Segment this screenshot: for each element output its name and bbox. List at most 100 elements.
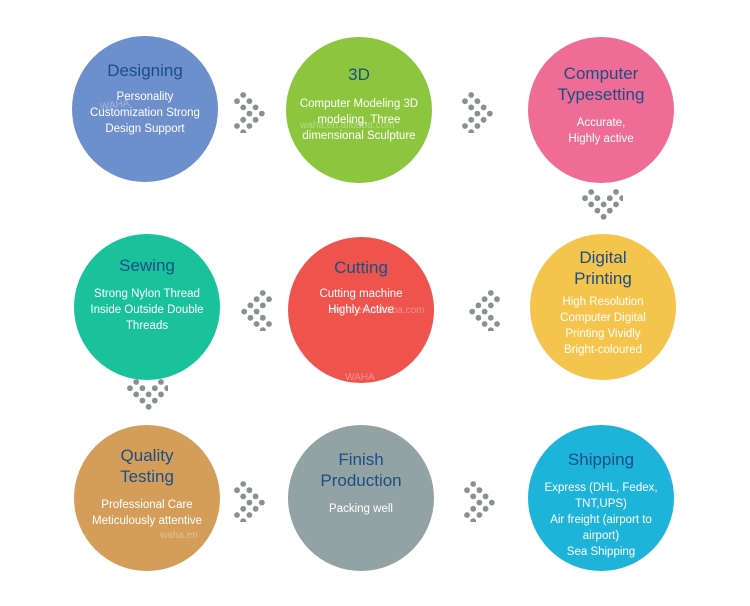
arrow-dot — [469, 308, 476, 315]
arrow-dot — [594, 195, 601, 202]
arrow-dot — [151, 397, 158, 404]
arrow-dot — [139, 397, 146, 404]
arrow-dot — [468, 116, 475, 123]
step-sewing: Sewing Strong Nylon Thread Inside Outsid… — [74, 234, 220, 380]
arrow-dot — [240, 116, 247, 123]
arrow-dot — [476, 512, 483, 518]
arrow-dot — [487, 302, 494, 309]
arrow-dot — [259, 327, 266, 331]
arrow-dot — [266, 321, 272, 327]
arrow-dot — [240, 104, 247, 111]
step-title: Shipping — [567, 450, 635, 469]
step-description: Accurate, Highly active — [568, 117, 634, 145]
arrow-dot — [470, 493, 477, 500]
arrow-dot — [246, 512, 253, 518]
arrow-dot — [151, 385, 158, 392]
arrow-dot — [133, 379, 140, 385]
arrow-dot — [476, 487, 483, 494]
arrow-dot — [158, 391, 164, 398]
arrow-dot — [246, 98, 253, 105]
arrow-dot — [240, 518, 247, 522]
arrow-dot — [246, 110, 253, 117]
arrow-dot — [240, 129, 247, 133]
arrow-dot — [470, 481, 477, 487]
step-title: Cutting — [334, 258, 388, 277]
arrow-dot — [476, 499, 483, 506]
step-computer-typesetting: Computer Typesetting Accurate, Highly ac… — [528, 37, 674, 183]
arrow-dot — [240, 92, 247, 98]
arrow-dot — [247, 302, 254, 309]
arrow-dot — [462, 123, 468, 129]
arrow-dot — [475, 314, 482, 321]
arrow-dot — [482, 505, 489, 512]
arrow-dot — [164, 385, 168, 392]
arrow-dot — [252, 116, 259, 123]
arrow-dot — [619, 195, 623, 202]
arrow-dot — [247, 314, 254, 321]
arrow-dot — [127, 385, 133, 392]
arrow-dot — [474, 123, 481, 129]
arrow-dot — [234, 98, 240, 105]
arrow-dot — [480, 104, 487, 111]
arrow-dot — [606, 195, 613, 202]
arrow-dot — [582, 195, 588, 202]
arrow-dot — [252, 493, 259, 500]
arrow-dot — [253, 296, 260, 303]
arrow-dot — [481, 296, 488, 303]
arrow-dot — [246, 499, 253, 506]
step-description: High Resolution Computer Digital Printin… — [560, 296, 646, 356]
arrow-dot — [470, 518, 477, 522]
step-title: Finish Production — [320, 450, 402, 490]
arrow-dot — [600, 213, 607, 220]
arrow-dot — [253, 308, 260, 315]
step-shipping: Shipping Express (DHL, Fedex, TNT,UPS) A… — [528, 425, 674, 571]
arrow-dot — [486, 110, 493, 117]
arrow-dot — [606, 207, 613, 214]
arrow-dot — [468, 104, 475, 111]
step-description: Strong Nylon Thread Inside Outside Doubl… — [90, 288, 204, 332]
arrow-dot — [259, 314, 266, 321]
arrow-dot — [139, 385, 146, 392]
arrow-dot — [481, 308, 488, 315]
arrow-dot — [259, 290, 266, 296]
arrow-dot — [600, 201, 607, 208]
step-quality-testing: Quality Testing Professional Care Meticu… — [74, 425, 220, 571]
arrow-dot — [487, 327, 494, 331]
arrow-down-icon — [579, 186, 623, 230]
arrow-dot — [594, 207, 601, 214]
arrow-dot — [234, 123, 240, 129]
step-description: Computer Modeling 3D modeling, Three dim… — [299, 98, 419, 142]
arrow-dot — [258, 110, 265, 117]
step-description: Personality Customization Strong Design … — [90, 91, 200, 135]
arrow-dot — [241, 308, 248, 315]
arrow-dot — [252, 104, 259, 111]
step-title: 3D — [348, 65, 370, 84]
arrow-dot — [482, 493, 489, 500]
arrow-dot — [481, 321, 488, 327]
arrow-dot — [464, 487, 470, 494]
arrow-right-icon — [231, 478, 275, 522]
arrow-dot — [488, 499, 495, 506]
step-digital-printing: Digital Printing High Resolution Compute… — [530, 234, 676, 380]
arrow-dot — [234, 487, 240, 494]
arrow-dot — [158, 379, 164, 385]
arrow-right-icon — [461, 478, 505, 522]
arrow-dot — [588, 201, 595, 208]
step-cutting: Cutting Cutting machine Highly Active — [288, 237, 434, 383]
step-finish-production: Finish Production Packing well — [288, 425, 434, 571]
arrow-dot — [468, 129, 475, 133]
arrow-dot — [240, 493, 247, 500]
step-title: Designing — [107, 61, 183, 80]
arrow-dot — [487, 314, 494, 321]
arrow-right-icon — [231, 89, 275, 133]
arrow-dot — [480, 116, 487, 123]
arrow-dot — [240, 481, 247, 487]
arrow-dot — [259, 302, 266, 309]
step-3d: 3D Computer Modeling 3D modeling, Three … — [286, 37, 432, 183]
arrow-dot — [470, 505, 477, 512]
step-title: Quality Testing — [120, 446, 174, 486]
arrow-dot — [145, 403, 152, 410]
step-title: Digital Printing — [574, 248, 632, 288]
arrow-dot — [487, 290, 494, 296]
